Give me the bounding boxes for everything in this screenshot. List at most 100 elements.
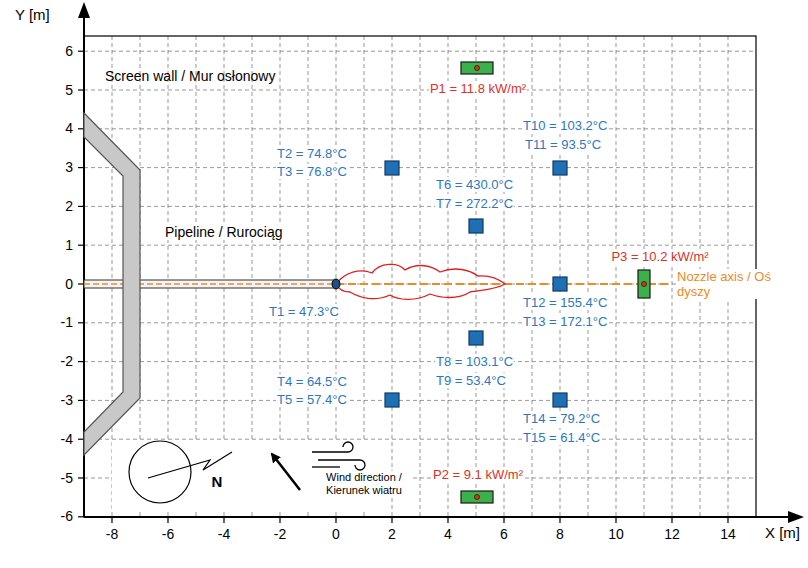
temperature-reading: T2 = 74.8°C [276,146,348,161]
drawing-part [129,441,191,503]
temperature-reading: T12 = 155.4°C [522,295,608,310]
grid-line [84,400,756,401]
tick-label: -6 [161,527,175,542]
drawing-part [469,219,483,233]
tick-label: 2 [64,199,74,214]
drawing-part [318,460,365,470]
tick-label: 10 [607,527,625,542]
tick-label: 1 [64,238,74,253]
grid-line [84,284,756,285]
drawing-part [272,454,300,490]
temperature-reading: T4 = 64.5°C [276,374,348,389]
grid-line [392,36,393,517]
drawing-part [385,393,399,407]
drawing-part [475,495,480,500]
tick-label: -3 [60,393,74,408]
screen-wall [84,113,140,455]
grid-line [672,36,673,517]
flame-outline [336,264,505,299]
tick-label: -2 [60,354,74,369]
grid-line [588,36,589,517]
wall-label: Screen wall / Mur osłonowy [104,69,276,84]
thermocouples [385,161,567,407]
drawing-part [638,270,650,298]
drawing-part [312,466,340,467]
drawing-part [312,442,353,452]
axis-label: Nozzle axis / Oś dyszy [676,269,776,299]
heat-flux-gauges [461,62,650,503]
x-axis-arrow [788,511,804,523]
x-axis [84,516,792,518]
tick-label: -1 [60,315,74,330]
temperature-reading: T7 = 272.2°C [435,196,514,211]
grid-line [476,36,477,517]
temperature-reading: T15 = 61.4°C [522,430,601,445]
grid-line [84,206,756,207]
tick-label: 12 [663,527,681,542]
drawing-part [553,393,567,407]
temperature-reading: T8 = 103.1°C [435,354,514,369]
tick-label: 2 [387,527,397,542]
axis-title: Y [m] [14,7,51,22]
compass-north: N [211,474,224,489]
temperature-reading: T11 = 93.5°C [524,137,602,152]
tick-label: 4 [443,527,453,542]
grid-line [448,36,449,517]
drawing-part [553,161,567,175]
pipeline [84,280,336,288]
tick-label: 6 [64,44,74,59]
tick-label: 6 [499,527,509,542]
grid-line [84,361,756,362]
temperature-reading: T3 = 76.8°C [276,164,348,179]
pipe-axis [84,283,336,285]
grid-line [84,322,756,323]
heat-flux-reading: P2 = 9.1 kW/m² [432,467,524,482]
drawing-part [475,66,480,71]
drawing-part [461,491,493,503]
tick-label: 5 [64,83,74,98]
drawing-part [461,62,493,74]
drawing-part [469,331,483,345]
tick-label: 0 [64,277,74,292]
tick-label: -4 [60,432,74,447]
tick-label: -6 [60,509,74,524]
tick-label: 8 [555,527,565,542]
axis-title: X [m] [764,525,801,540]
grid-line [504,36,505,517]
drawing-part [642,282,647,287]
grid-line [84,51,756,52]
grid-line [84,439,756,440]
tick-label: -5 [60,471,74,486]
temperature-reading: T9 = 53.4°C [435,373,507,388]
nozzle [332,279,340,289]
temperature-reading: T5 = 57.4°C [276,392,348,407]
grid-line [84,90,756,91]
drawing-part [553,277,567,291]
grid-line [532,36,533,517]
grid-line [84,245,756,246]
grid-line [420,36,421,517]
y-axis-arrow [78,2,90,18]
pipeline-label: Pipeline / Rurociąg [164,225,284,240]
grid-line [84,167,756,168]
temperature-reading: T10 = 103.2°C [522,118,608,133]
plot-frame [84,36,756,517]
temperature-reading: T13 = 172.1°C [522,314,608,329]
tick-label: 14 [719,527,737,542]
grid-lines [78,36,756,523]
grid-line [616,36,617,517]
grid-line [84,128,756,129]
heat-flux-reading: P3 = 10.2 kW/m² [610,249,709,264]
tick-label: -2 [273,527,287,542]
tick-label: -8 [105,527,119,542]
tick-label: 3 [64,160,74,175]
tick-label: -4 [217,527,231,542]
temperature-reading: T1 = 47.3°C [268,304,340,319]
temperature-reading: T6 = 430.0°C [435,177,514,192]
drawing-part [385,161,399,175]
tick-label: 4 [64,121,74,136]
wind-label: Wind direction / Kierunek wiatru [317,471,411,497]
heat-flux-reading: P1 = 11.8 kW/m² [429,81,527,96]
tick-label: 0 [331,527,341,542]
temperature-reading: T14 = 79.2°C [522,411,601,426]
